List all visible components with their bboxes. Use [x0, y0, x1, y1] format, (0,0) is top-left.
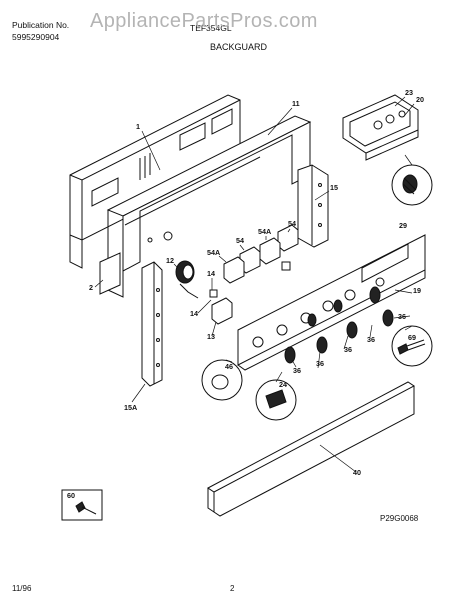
left-end-cap-part — [141, 261, 163, 387]
trim-strip-part — [207, 381, 415, 517]
callout-label: 54A — [207, 248, 221, 257]
callout-label: 15A — [124, 403, 138, 412]
callout-label: 20 — [416, 95, 424, 104]
section-title: BACKGUARD — [210, 42, 268, 52]
callout-label: 19 — [413, 286, 421, 295]
publication-label: Publication No. — [12, 20, 70, 30]
screw-inset-part — [61, 489, 103, 521]
screw-part — [391, 325, 433, 367]
model-number: TEF354GL — [190, 23, 232, 33]
callout-label: 13 — [207, 332, 215, 341]
callout-label: 60 — [67, 491, 75, 500]
control-knobs-part — [284, 286, 394, 364]
callout-label: 1 — [136, 122, 140, 131]
leader-lines — [94, 96, 415, 473]
callout-label: 69 — [408, 333, 416, 342]
watermark: AppliancePartsPros.com — [90, 10, 318, 32]
callout-label: 15 — [330, 183, 338, 192]
oven-selector-switch-part — [175, 260, 199, 299]
callout-label: 14 — [190, 309, 198, 318]
right-end-cap-part — [297, 164, 329, 248]
callout-label: 36 — [398, 312, 406, 321]
callout-label: 12 — [166, 256, 174, 265]
push-button-part — [201, 359, 243, 401]
callout-label: 36 — [293, 366, 301, 375]
callout-label: 2 — [89, 283, 93, 292]
callout-label: 40 — [353, 468, 361, 477]
callout-label: 46 — [225, 362, 233, 371]
publication-number: 5995290904 — [12, 32, 60, 42]
clock-knob-part — [391, 164, 433, 206]
callout-label: 36 — [316, 359, 324, 368]
callout-label: 54A — [258, 227, 272, 236]
footer-date: 11/96 — [12, 584, 32, 593]
footer-page-number: 2 — [230, 584, 235, 593]
left-bracket-part — [99, 252, 121, 295]
callout-label: 36 — [344, 345, 352, 354]
callout-label: 54 — [288, 219, 296, 228]
callout-label: 29 — [399, 221, 407, 230]
callout-label: 24 — [279, 380, 287, 389]
rocker-switch-part — [255, 379, 297, 421]
figure-code: P29G0068 — [380, 514, 419, 523]
clock-assembly-part — [342, 94, 419, 161]
callout-label: 11 — [292, 99, 300, 108]
callout-label: 54 — [236, 236, 244, 245]
rear-panel-part — [69, 94, 241, 269]
backguard-frame-part — [106, 115, 312, 298]
callout-label: 23 — [405, 88, 413, 97]
callout-label: 14 — [207, 269, 215, 278]
infinite-switch-part — [209, 224, 299, 325]
control-panel-part — [237, 234, 426, 371]
callout-label: 36 — [367, 335, 375, 344]
